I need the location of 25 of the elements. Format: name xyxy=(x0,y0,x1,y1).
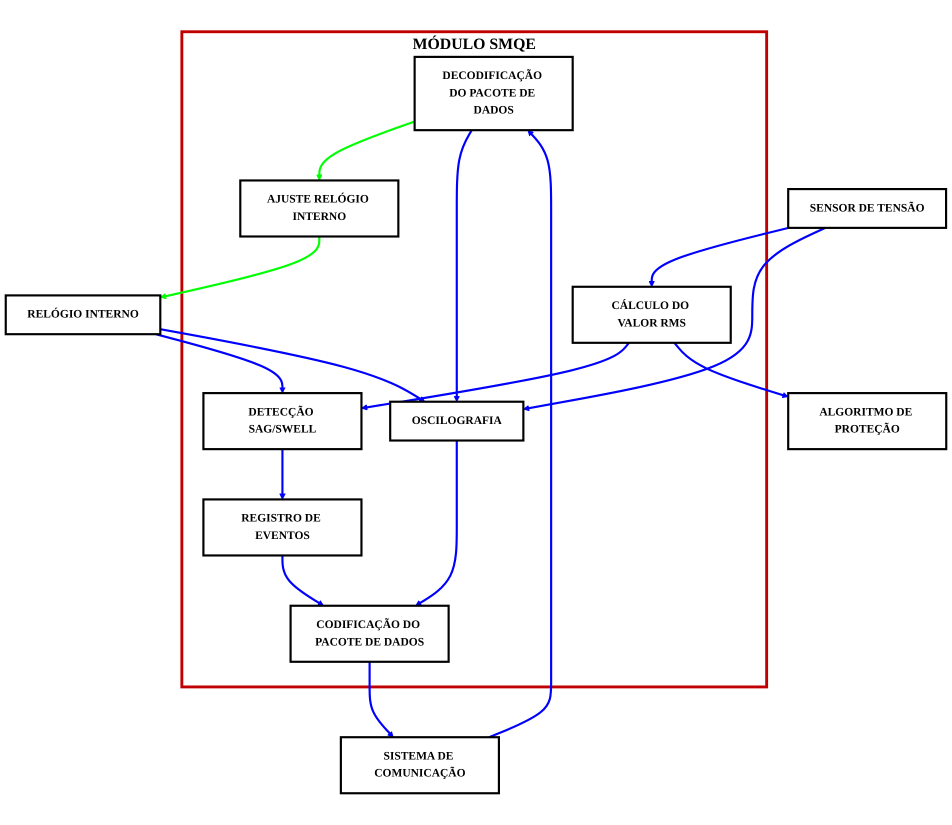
arrow xyxy=(488,130,552,738)
node-box: REGISTRO DE EVENTOS xyxy=(202,498,363,557)
node-box: RELÓGIO INTERNO xyxy=(4,294,162,336)
arrow xyxy=(674,342,788,398)
arrow xyxy=(648,226,789,288)
arrow xyxy=(523,226,826,412)
node-box: SENSOR DE TENSÃO xyxy=(787,188,948,229)
arrow xyxy=(368,662,394,738)
node-box: CÁLCULO DO VALOR RMS xyxy=(572,286,732,344)
node-box: DECODIFICAÇÃO DO PACOTE DE DADOS xyxy=(414,56,574,132)
arrow xyxy=(415,440,458,606)
node-box: OSCILOGRAFIA xyxy=(389,400,524,442)
arrow xyxy=(279,449,286,500)
node-box: ALGORITMO DE PROTEÇÃO xyxy=(787,392,948,450)
node-box: DETECÇÃO SAG/SWELL xyxy=(202,392,363,450)
arrow xyxy=(361,342,630,410)
arrow xyxy=(316,120,415,181)
arrow xyxy=(281,555,324,606)
node-box: CODIFICAÇÃO DO PACOTE DE DADOS xyxy=(290,604,450,663)
arrow xyxy=(160,328,426,402)
arrow xyxy=(160,236,320,300)
node-box: AJUSTE RELÓGIO INTERNO xyxy=(239,179,400,238)
arrow xyxy=(156,333,286,394)
arrow xyxy=(454,130,473,402)
node-box: SISTEMA DE COMUNICAÇÃO xyxy=(340,736,500,794)
